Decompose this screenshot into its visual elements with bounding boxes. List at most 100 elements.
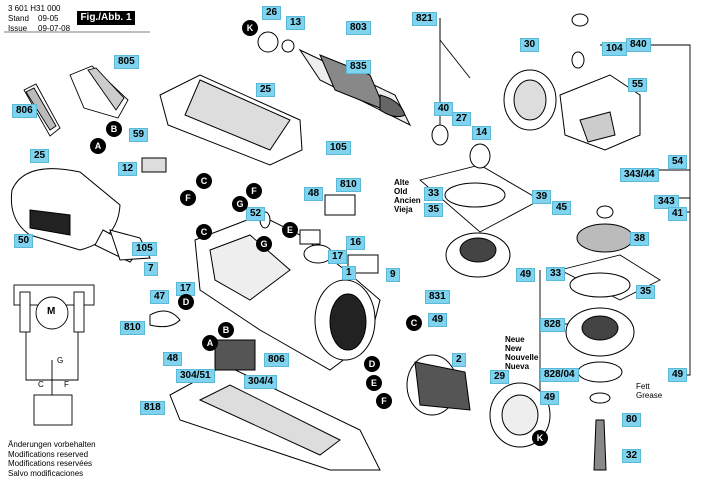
schematic-c: C (38, 380, 44, 389)
ref-b-top: B (106, 121, 122, 137)
callout-50[interactable]: 50 (14, 234, 34, 248)
callout-343[interactable]: 343 (654, 195, 679, 209)
callout-59[interactable]: 59 (129, 128, 149, 142)
callout-304-51[interactable]: 304/51 (176, 369, 215, 383)
ref-a-top: A (90, 138, 106, 154)
note-fr: Modifications reservées (8, 459, 93, 468)
gear-head (431, 13, 641, 169)
callout-32[interactable]: 32 (622, 449, 642, 463)
callout-48-left[interactable]: 48 (163, 352, 183, 366)
small-parts (94, 157, 379, 371)
callout-49-d[interactable]: 49 (540, 391, 560, 405)
ref-k-bot: K (532, 430, 548, 446)
ref-d-left: D (178, 294, 194, 310)
stand-label: Stand (8, 14, 29, 23)
callout-806[interactable]: 806 (12, 104, 37, 118)
callout-9[interactable]: 9 (386, 268, 400, 282)
callout-828-04[interactable]: 828/04 (540, 368, 579, 382)
callout-840[interactable]: 840 (626, 38, 651, 52)
note-en: Modifications reserved (8, 449, 89, 459)
new-flange (565, 272, 635, 471)
callout-39[interactable]: 39 (532, 190, 552, 204)
callout-12[interactable]: 12 (118, 162, 138, 176)
motor-label: M (47, 306, 56, 317)
callout-55[interactable]: 55 (628, 78, 648, 92)
callout-805[interactable]: 805 (114, 55, 139, 69)
callout-14[interactable]: 14 (472, 126, 492, 140)
callout-25-top[interactable]: 25 (256, 83, 276, 97)
callout-7[interactable]: 7 (144, 262, 158, 276)
callout-45[interactable]: 45 (552, 201, 572, 215)
callout-52[interactable]: 52 (246, 207, 266, 221)
ref-b-left: B (218, 322, 234, 338)
callout-104[interactable]: 104 (602, 42, 627, 56)
callout-105-left[interactable]: 105 (132, 242, 157, 256)
callout-27[interactable]: 27 (452, 112, 472, 126)
callout-810-top[interactable]: 810 (336, 178, 361, 192)
ref-e-bot: E (366, 375, 382, 391)
ref-f-mid1: F (180, 190, 196, 206)
callout-810-left[interactable]: 810 (120, 321, 145, 335)
callout-29[interactable]: 29 (490, 370, 510, 384)
callout-49-c[interactable]: 49 (668, 368, 688, 382)
ref-a-left: A (202, 335, 218, 351)
label-grease: Grease (636, 391, 663, 400)
callout-41[interactable]: 41 (668, 207, 688, 221)
callout-33-new[interactable]: 33 (546, 267, 566, 281)
old-flange (444, 182, 511, 278)
field-coil (406, 354, 471, 416)
callout-16[interactable]: 16 (346, 236, 366, 250)
ref-f-bot: F (376, 393, 392, 409)
callout-40[interactable]: 40 (434, 102, 454, 116)
ref-c-left: C (196, 224, 212, 240)
figure-label: Fig./Abb. 1 (77, 11, 135, 25)
note-de: Änderungen vorbehalten (8, 440, 96, 449)
label-new: New (505, 344, 522, 353)
label-ancien: Ancien (394, 196, 421, 205)
modification-notes: Änderungen vorbehalten Modifications res… (8, 440, 96, 478)
callout-831[interactable]: 831 (425, 290, 450, 304)
callout-1[interactable]: 1 (342, 266, 356, 280)
callout-35-old[interactable]: 35 (424, 203, 444, 217)
callout-343-44[interactable]: 343/44 (620, 168, 659, 182)
callout-803[interactable]: 803 (346, 21, 371, 35)
ref-c-bot: C (406, 315, 422, 331)
callout-828[interactable]: 828 (540, 318, 565, 332)
issue-label: Issue (8, 24, 28, 33)
callout-33-old[interactable]: 33 (424, 187, 444, 201)
callout-806-mid[interactable]: 806 (264, 353, 289, 367)
leader-821 (439, 18, 471, 79)
callout-17-right[interactable]: 17 (328, 250, 348, 264)
label-nouvelle: Nouvelle (505, 353, 539, 362)
callout-818[interactable]: 818 (140, 401, 165, 415)
callout-2[interactable]: 2 (452, 353, 466, 367)
callout-13[interactable]: 13 (286, 16, 306, 30)
callout-48-top[interactable]: 48 (304, 187, 324, 201)
callout-26[interactable]: 26 (262, 6, 282, 20)
ref-f-mid2: F (246, 183, 262, 199)
ref-k-top: K (242, 20, 258, 36)
callout-49-a[interactable]: 49 (516, 268, 536, 282)
callout-821[interactable]: 821 (412, 12, 437, 26)
callout-49-b[interactable]: 49 (428, 313, 448, 327)
callout-105-top[interactable]: 105 (326, 141, 351, 155)
handle-housing (194, 214, 381, 371)
callout-54[interactable]: 54 (668, 155, 688, 169)
callout-25-left[interactable]: 25 (30, 149, 50, 163)
label-neue: Neue (505, 335, 525, 344)
callout-30[interactable]: 30 (520, 38, 540, 52)
callout-47[interactable]: 47 (150, 290, 170, 304)
callout-80[interactable]: 80 (622, 413, 642, 427)
stand-value: 09-05 (38, 14, 59, 23)
callout-35-new[interactable]: 35 (636, 285, 656, 299)
callout-304-4[interactable]: 304/4 (244, 375, 278, 389)
callout-835[interactable]: 835 (346, 60, 371, 74)
housing-cover (159, 74, 303, 166)
schematic-f: F (64, 380, 69, 389)
armature (257, 31, 412, 127)
schematic-g: G (57, 356, 64, 365)
callout-38[interactable]: 38 (630, 232, 650, 246)
ref-d-bot: D (364, 356, 380, 372)
part-number: 3 601 H31 000 (8, 4, 61, 13)
